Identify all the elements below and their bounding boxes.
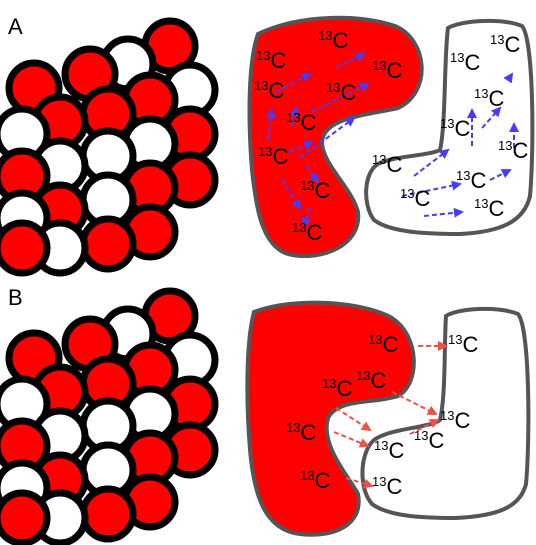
carbon-13-label: 13C bbox=[254, 78, 284, 103]
polarization-transfer-arrow bbox=[333, 431, 370, 448]
polarization-transfer-arrow bbox=[413, 148, 450, 177]
polarization-transfer-arrow bbox=[289, 140, 314, 153]
polarization-transfer-arrow bbox=[335, 53, 366, 69]
carbon-13-label: 13C bbox=[372, 152, 402, 177]
polarization-transfer-arrow bbox=[265, 108, 276, 141]
lattice-atom bbox=[0, 489, 51, 545]
polarization-transfer-arrow bbox=[409, 419, 440, 435]
carbon-13-label: 13C bbox=[448, 332, 478, 357]
lattice-atom bbox=[79, 215, 137, 273]
carbon-13-label: 13C bbox=[400, 186, 430, 211]
polarization-transfer-arrow bbox=[301, 207, 312, 228]
polarization-transfer-arrow bbox=[305, 165, 320, 184]
carbon-13-label: 13C bbox=[474, 86, 504, 111]
polarization-transfer-arrow bbox=[345, 477, 374, 489]
carbon-13-label: 13C bbox=[300, 468, 330, 493]
carbon-13-label: 13C bbox=[374, 438, 404, 463]
carbon-13-label: 13C bbox=[474, 196, 504, 221]
carbon-13-label: 13C bbox=[326, 80, 356, 105]
carbon-13-label: 13C bbox=[368, 332, 398, 357]
transfer-arrows-b bbox=[333, 341, 448, 489]
carbon-13-label: 13C bbox=[286, 420, 316, 445]
polarization-transfer-arrow bbox=[391, 391, 438, 415]
carbon-13-label: 13C bbox=[292, 220, 322, 245]
polarization-transfer-arrow bbox=[289, 106, 300, 127]
red-region-b bbox=[245, 300, 416, 537]
crystal-lattice-a bbox=[0, 17, 219, 277]
polarization-transfer-arrow bbox=[489, 169, 512, 181]
carbon-13-label: 13C bbox=[440, 408, 470, 433]
polarization-transfer-arrow bbox=[423, 207, 464, 218]
lattice-atom bbox=[79, 485, 137, 543]
carbon-13-label: 13C bbox=[356, 368, 386, 393]
carbon-13-label: 13C bbox=[258, 144, 288, 169]
carbon-13-label: 13C bbox=[318, 28, 348, 53]
carbon-13-label: 13C bbox=[498, 138, 528, 163]
polarization-transfer-arrow bbox=[311, 83, 370, 113]
polarization-transfer-arrow bbox=[275, 73, 312, 93]
polarization-transfer-arrow bbox=[299, 116, 356, 159]
crystal-lattice-b bbox=[0, 287, 219, 545]
carbon-13-label: 13C bbox=[414, 428, 444, 453]
carbon-13-label: 13C bbox=[456, 168, 486, 193]
carbon-13-label: 13C bbox=[372, 474, 402, 499]
carbon-13-label: 13C bbox=[322, 376, 352, 401]
transfer-arrows-a bbox=[265, 53, 519, 228]
polarization-transfer-arrow bbox=[281, 179, 302, 210]
polarization-transfer-arrow bbox=[503, 72, 514, 84]
carbon-13-label: 13C bbox=[256, 48, 286, 73]
carbon-13-label: 13C bbox=[372, 58, 402, 83]
carbon-13-label: 13C bbox=[440, 116, 470, 141]
carbon-13-label: 13C bbox=[286, 110, 316, 135]
polarization-transfer-arrow bbox=[401, 180, 462, 197]
carbon-13-label: 13C bbox=[300, 178, 330, 203]
panel-label-a: A bbox=[8, 14, 23, 39]
polarization-transfer-arrow bbox=[481, 106, 502, 129]
carbon-13-label: 13C bbox=[490, 32, 520, 57]
panel-label-b: B bbox=[8, 285, 23, 310]
lattice-atom bbox=[0, 219, 51, 277]
carbon-13-label: 13C bbox=[450, 50, 480, 75]
polarization-transfer-arrow bbox=[335, 407, 372, 432]
